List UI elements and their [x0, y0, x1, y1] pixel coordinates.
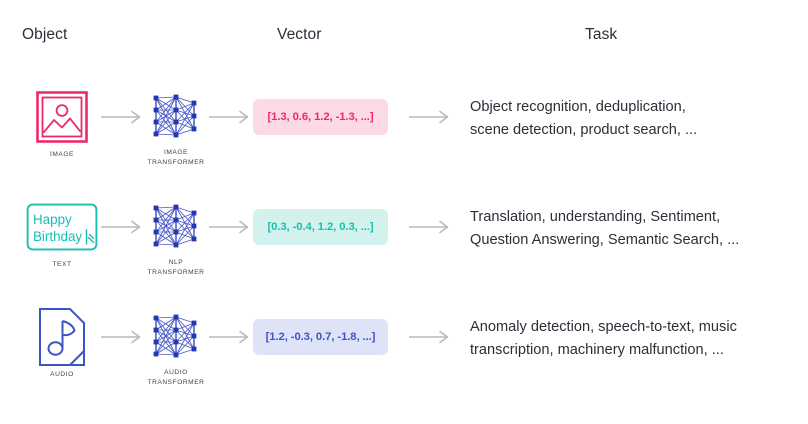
task-line-2: transcription, machinery malfunction, ..… [470, 342, 724, 358]
task-text-audio: Anomaly detection, speech-to-text, music… [470, 316, 792, 362]
object-caption-image: IMAGE [50, 151, 74, 158]
task-line-1: Anomaly detection, speech-to-text, music [470, 319, 737, 335]
svg-text:Birthday: Birthday [33, 229, 82, 244]
column-headers: Object Vector Task [0, 26, 808, 50]
transformer-cell-audio: AUDIO TRANSFORMER [128, 306, 224, 406]
arrow-transformer-to-vector-image [208, 110, 254, 124]
transformer-caption-line2: TRANSFORMER [147, 378, 205, 386]
arrow-vector-to-task-text [408, 220, 454, 234]
object-cell-audio: AUDIO [14, 306, 110, 406]
arrow-object-to-transformer-audio [100, 330, 146, 344]
pipeline-row-image: IMAGE [0, 86, 808, 196]
arrow-vector-to-task-image [408, 110, 454, 124]
svg-text:Happy: Happy [33, 212, 72, 227]
transformer-cell-image: IMAGE TRANSFORMER [128, 86, 224, 186]
transformer-caption-line2: TRANSFORMER [147, 268, 205, 276]
vector-pill-audio: [1.2, -0.3, 0.7, -1.8, ...] [253, 319, 388, 355]
pipeline-row-text: Happy Birthday TEXT [0, 196, 808, 306]
task-line-1: Translation, understanding, Sentiment, [470, 209, 721, 225]
arrow-vector-to-task-audio [408, 330, 454, 344]
arrow-transformer-to-vector-text [208, 220, 254, 234]
audio-file-icon [14, 306, 110, 368]
neural-network-icon [128, 308, 224, 364]
task-line-1: Object recognition, deduplication, [470, 99, 686, 115]
transformer-caption-line2: TRANSFORMER [147, 158, 205, 166]
task-text-image: Object recognition, deduplication, scene… [470, 96, 792, 142]
neural-network-icon [128, 198, 224, 254]
neural-network-icon [128, 88, 224, 144]
object-caption-text: TEXT [52, 261, 72, 268]
task-line-2: Question Answering, Semantic Search, ... [470, 232, 740, 248]
arrow-object-to-transformer-image [100, 110, 146, 124]
vector-pill-image: [1.3, 0.6, 1.2, -1.3, ...] [253, 99, 388, 135]
transformer-caption-audio: AUDIO TRANSFORMER [128, 368, 224, 387]
column-header-object: Object [22, 26, 68, 43]
transformer-caption-line1: NLP [168, 259, 184, 266]
image-file-icon [14, 86, 110, 148]
task-text-text: Translation, understanding, Sentiment, Q… [470, 206, 792, 252]
transformer-caption-text: NLP TRANSFORMER [128, 258, 224, 277]
transformer-caption-line1: IMAGE [164, 149, 188, 156]
text-card-icon: Happy Birthday [14, 196, 110, 258]
column-header-task: Task [585, 26, 618, 43]
transformer-caption-image: IMAGE TRANSFORMER [128, 148, 224, 167]
column-header-vector: Vector [277, 26, 322, 43]
object-cell-text: Happy Birthday TEXT [14, 196, 110, 296]
object-caption-audio: AUDIO [50, 371, 74, 378]
object-cell-image: IMAGE [14, 86, 110, 186]
arrow-object-to-transformer-text [100, 220, 146, 234]
task-line-2: scene detection, product search, ... [470, 122, 698, 138]
transformer-cell-text: NLP TRANSFORMER [128, 196, 224, 296]
vector-pill-text: [0.3, -0.4, 1.2, 0.3, ...] [253, 209, 388, 245]
arrow-transformer-to-vector-audio [208, 330, 254, 344]
transformer-caption-line1: AUDIO [164, 369, 188, 376]
pipeline-row-audio: AUDIO [0, 306, 808, 416]
